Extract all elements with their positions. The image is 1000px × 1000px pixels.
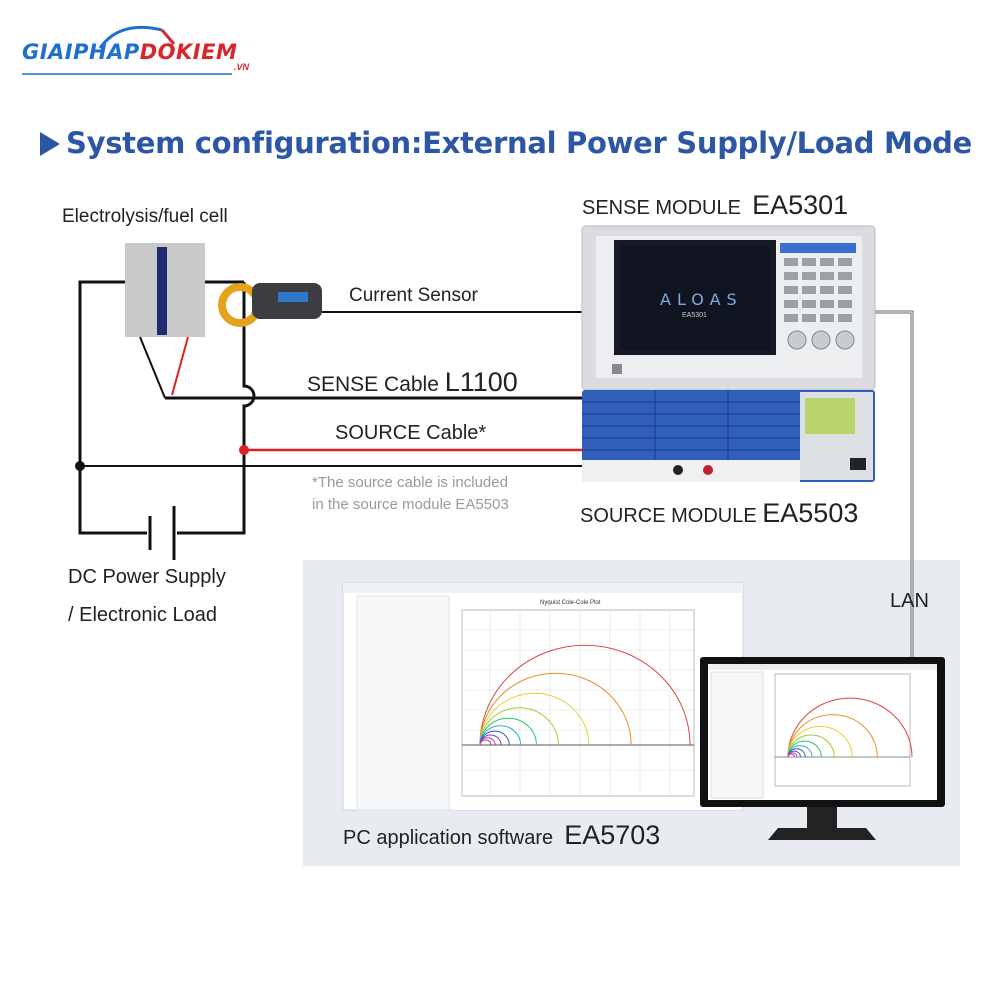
nyquist-arc-10 [479,739,492,746]
page-title: System configuration:External Power Supp… [40,126,972,160]
nyquist-arcs [479,644,691,746]
sense-module-model: EA5301 [752,190,849,220]
device-screen-brand: ALOAS [660,290,743,309]
logo-part-2: DOKIEM [139,40,238,64]
device-screen-model: EA5301 [682,312,707,319]
logo-gauge-icon [22,25,232,75]
sense-cable-text: SENSE Cable [307,373,439,396]
black-junction-dot [75,461,85,471]
pc-app-text: PC application software [343,827,554,849]
sense-cable-model: L1100 [444,367,518,397]
fuel-cell-icon [125,243,205,399]
label-sense-cable: SENSE Cable L1100 [307,367,518,398]
nyquist-arc-4 [787,734,835,758]
nyquist-arc-3 [479,692,590,746]
note-line-2: in the source module EA5503 [312,496,509,513]
label-pc-app: PC application software EA5703 [343,820,660,851]
logo-suffix: .VN [234,62,250,72]
label-current-sensor: Current Sensor [349,285,478,306]
source-module-text: SOURCE MODULE [580,505,757,527]
label-sense-module: SENSE MODULE EA5301 [582,190,848,221]
source-module-model: EA5503 [762,498,859,528]
title-arrow-icon [40,132,60,156]
label-dc-supply-1: DC Power Supply [68,566,226,588]
logo-part-1: GIAIPHAP [22,40,140,64]
nyquist-arc-1 [787,697,913,758]
label-lan: LAN [890,590,929,612]
red-junction-dot [239,445,249,455]
nyquist-arc-1 [479,644,691,746]
title-text: System configuration:External Power Supp… [66,126,973,160]
nyquist-arc-2 [479,672,632,746]
note-line-1: *The source cable is included [312,474,508,491]
monitor-device [700,657,945,840]
sense-module-text: SENSE MODULE [582,197,741,219]
chart-title: Nyquist Cole-Cole Plot [540,600,601,606]
software-screenshot-large [342,582,744,811]
label-dc-supply-2: / Electronic Load [68,604,217,626]
nyquist-arc-10 [787,753,795,758]
current-sensor-icon [218,283,582,327]
logo-wordmark: GIAIPHAPDOKIEM [22,40,237,64]
sense-module-device [581,225,876,391]
wire-left-loop [78,280,147,535]
label-electrolysis: Electrolysis/fuel cell [62,206,228,227]
pc-app-model: EA5703 [564,820,661,850]
dc-supply-icon [148,506,176,560]
nyquist-arc-5 [479,717,537,746]
lan-cable [875,310,914,670]
nyquist-arc-4 [479,707,559,746]
label-source-cable: SOURCE Cable* [335,422,487,444]
nyquist-arc-2 [787,714,878,758]
source-module-device [582,390,875,482]
brand-logo: GIAIPHAPDOKIEM .VN [22,22,272,82]
label-source-module: SOURCE MODULE EA5503 [580,498,858,529]
nyquist-arc-3 [787,725,853,758]
source-cable-note: *The source cable is included in the sou… [312,472,509,516]
